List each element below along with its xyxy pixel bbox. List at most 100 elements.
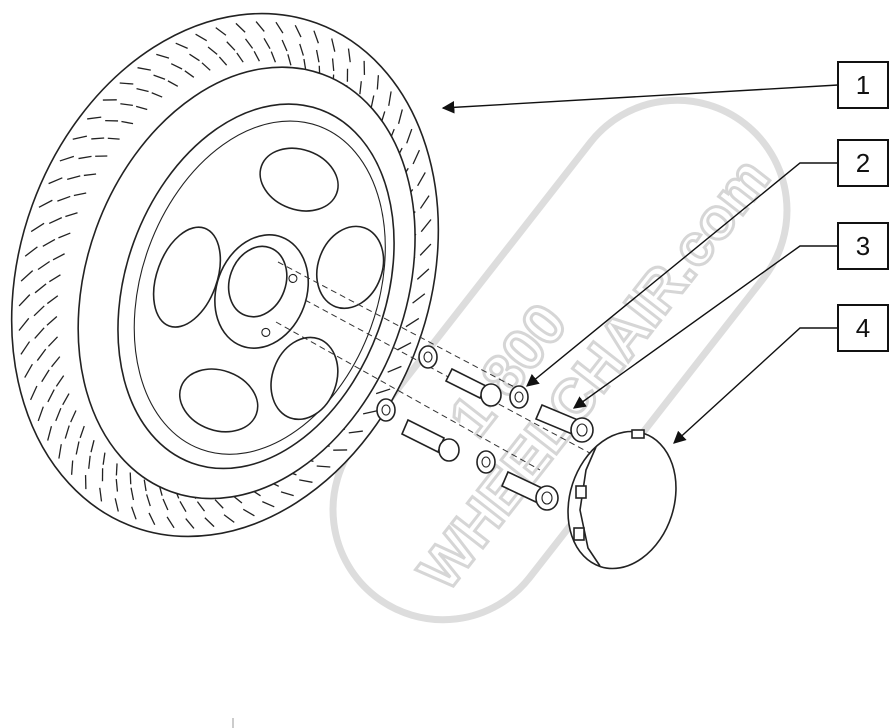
tread-block [95, 155, 108, 157]
tread-block [59, 155, 75, 162]
tread-block [189, 53, 200, 62]
tread-block [146, 494, 151, 507]
tread-block [64, 425, 70, 439]
tread-block [299, 43, 304, 56]
tread-block [30, 222, 45, 233]
hardware-upper [418, 345, 594, 443]
tread-block [184, 70, 195, 78]
washer [418, 345, 438, 369]
tread-block [114, 498, 119, 512]
tread-block [47, 389, 55, 403]
tread-block [204, 517, 215, 528]
tread-block [46, 316, 58, 326]
callout-2: 2 [837, 139, 889, 187]
tread-block [331, 58, 335, 72]
tread-block [406, 128, 413, 144]
tread-block [121, 120, 134, 125]
tread-block [70, 410, 77, 423]
bolt [444, 367, 502, 407]
tread-block [78, 155, 92, 160]
tread-block [262, 501, 275, 508]
tread-block [119, 82, 134, 85]
tread-block [316, 465, 331, 468]
tread-block [420, 219, 432, 233]
callout-number: 3 [856, 231, 870, 261]
tread-block [388, 91, 392, 106]
tread-block [270, 51, 277, 63]
tread-block [348, 430, 363, 434]
tread-block [55, 407, 62, 422]
tread-block [47, 336, 59, 347]
tread-block [115, 463, 118, 476]
tread-block [331, 38, 336, 52]
tread-block [275, 21, 284, 34]
tread-block [29, 385, 38, 401]
tread-block [33, 305, 45, 317]
tread-block [207, 46, 218, 55]
tread-block [375, 388, 391, 395]
tread-block [362, 410, 378, 415]
tread-block [196, 501, 206, 512]
callout-number: 2 [856, 148, 870, 178]
tread-block [170, 63, 183, 70]
tread-block [18, 317, 30, 331]
tread-block [67, 175, 81, 180]
tread-block [34, 327, 45, 339]
tread-block [130, 506, 137, 520]
tread-block [135, 105, 148, 111]
tread-block [136, 87, 149, 93]
tread-block [419, 243, 432, 256]
tread-block [255, 21, 265, 32]
tread-block [34, 283, 47, 294]
tread-block [18, 294, 31, 307]
tread-block [166, 516, 175, 529]
wheel-assembly [10, 12, 440, 538]
tread-block [236, 52, 244, 63]
tread-block [397, 109, 403, 125]
tread-block [20, 270, 34, 282]
tread-block [226, 41, 236, 51]
tread-block [47, 425, 53, 441]
tread-block [65, 212, 78, 218]
tread-block [102, 452, 106, 465]
tread-block [419, 195, 430, 209]
tread-block [75, 441, 80, 455]
tread-block [253, 50, 260, 62]
tread-block [346, 68, 349, 82]
tread-block [185, 518, 195, 529]
tread-block [51, 356, 61, 368]
tread-block [347, 48, 351, 63]
tread-block [280, 491, 294, 497]
hub-cap [567, 429, 677, 570]
tread-block [313, 30, 320, 44]
tread-block [143, 479, 147, 492]
hardware-lower [376, 398, 559, 511]
callout-4: 4 [837, 304, 889, 352]
tread-block [214, 499, 224, 509]
tread-block [24, 246, 38, 257]
tread-block [20, 341, 31, 355]
tread-block [79, 425, 85, 439]
tread-block [370, 95, 375, 109]
tread-block [195, 33, 208, 42]
tread-block [153, 74, 166, 80]
tread-block [36, 348, 47, 361]
tread-block [48, 177, 63, 185]
tread-block [417, 172, 426, 187]
tread-block [294, 24, 302, 38]
tread-block [412, 149, 421, 165]
tread-block [115, 478, 119, 492]
tread-block [333, 449, 348, 451]
tread-block [102, 99, 117, 101]
tread-block [315, 49, 320, 63]
tread-block [412, 293, 426, 304]
callout-number: 1 [856, 70, 870, 100]
tread-block [405, 317, 420, 328]
tread-block [91, 137, 105, 140]
rim-spoke-openings [152, 147, 385, 433]
tread-block [151, 92, 163, 98]
tread-block [38, 199, 53, 208]
tread-block [52, 253, 65, 261]
tread-block [242, 508, 255, 517]
tread-block [244, 38, 254, 49]
